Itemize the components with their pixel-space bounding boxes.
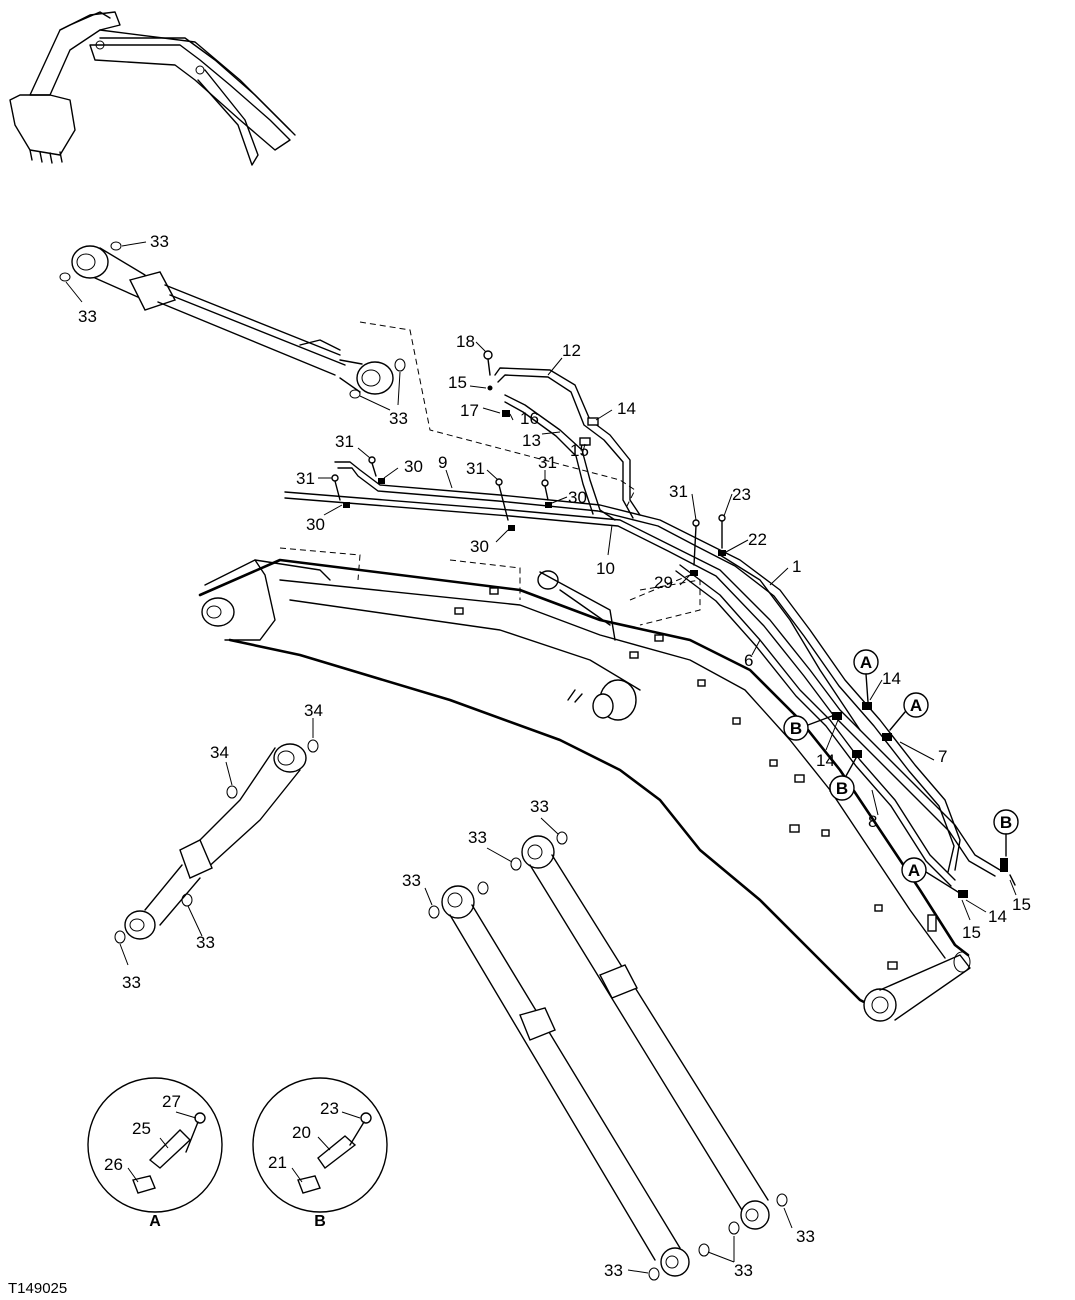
callout-7: 7 (938, 747, 947, 766)
callout-30: 30 (306, 515, 325, 534)
callout-31: 31 (466, 459, 485, 478)
boom-cylinder-left (114, 739, 319, 944)
callout-34: 34 (210, 743, 229, 762)
ref-a-1: A (860, 653, 872, 672)
callout-33: 33 (150, 232, 169, 251)
boom-structure (198, 547, 971, 1022)
leader-lines (65, 241, 1017, 1274)
detail-b-label: B (314, 1213, 326, 1230)
callout-17: 17 (460, 401, 479, 420)
ref-b-2: B (836, 779, 848, 798)
callout-33: 33 (734, 1261, 753, 1280)
callout-33: 33 (78, 307, 97, 326)
arm-cylinder (59, 241, 636, 511)
ref-b-1: B (790, 719, 802, 738)
callout-31: 31 (335, 432, 354, 451)
callout-21: 21 (268, 1153, 287, 1172)
ref-a-2: A (910, 696, 922, 715)
callout-34: 34 (304, 701, 323, 720)
callout-33: 33 (122, 973, 141, 992)
callout-6: 6 (744, 651, 753, 670)
callout-29: 29 (654, 573, 673, 592)
callout-16: 16 (520, 409, 539, 428)
callout-13: 13 (522, 431, 541, 450)
detail-b: B (252, 1077, 388, 1230)
ref-b-3: B (1000, 813, 1012, 832)
callout-1: 1 (792, 557, 801, 576)
callout-30: 30 (404, 457, 423, 476)
callout-15: 15 (448, 373, 467, 392)
callout-14: 14 (816, 751, 835, 770)
callout-9: 9 (438, 453, 447, 472)
callout-23: 23 (320, 1099, 339, 1118)
callout-14: 14 (988, 907, 1007, 926)
callout-31: 31 (669, 482, 688, 501)
callout-30: 30 (470, 537, 489, 556)
callout-10: 10 (596, 559, 615, 578)
ref-a-3: A (908, 861, 920, 880)
callout-27: 27 (162, 1092, 181, 1111)
figure-id: T149025 (8, 1280, 67, 1297)
reference-markers: A A A B B B (783, 649, 1019, 893)
callout-33: 33 (530, 797, 549, 816)
callout-33: 33 (402, 871, 421, 890)
callout-14: 14 (882, 669, 901, 688)
callout-14: 14 (617, 399, 636, 418)
callout-15: 15 (570, 441, 589, 460)
callout-31: 31 (538, 453, 557, 472)
callout-33: 33 (389, 409, 408, 428)
hydraulic-lines (284, 350, 1016, 898)
callout-25: 25 (132, 1119, 151, 1138)
callout-33: 33 (196, 933, 215, 952)
callout-22: 22 (748, 530, 767, 549)
detail-a-label: A (149, 1213, 161, 1230)
callout-18: 18 (456, 332, 475, 351)
callout-15: 15 (1012, 895, 1031, 914)
callout-12: 12 (562, 341, 581, 360)
callout-31: 31 (296, 469, 315, 488)
callout-23: 23 (732, 485, 751, 504)
callout-20: 20 (292, 1123, 311, 1142)
machine-locator-thumbnail (9, 11, 296, 166)
callout-26: 26 (104, 1155, 123, 1174)
boom-cylinders-lower (428, 831, 788, 1281)
detail-a: A (87, 1077, 223, 1230)
callout-33: 33 (468, 828, 487, 847)
callout-33: 33 (796, 1227, 815, 1246)
callout-numbers: 33 33 33 18 15 17 16 13 12 14 15 31 31 3… (78, 232, 1031, 1280)
callout-15: 15 (962, 923, 981, 942)
callout-8: 8 (868, 812, 877, 831)
callout-30: 30 (568, 488, 587, 507)
callout-33: 33 (604, 1261, 623, 1280)
